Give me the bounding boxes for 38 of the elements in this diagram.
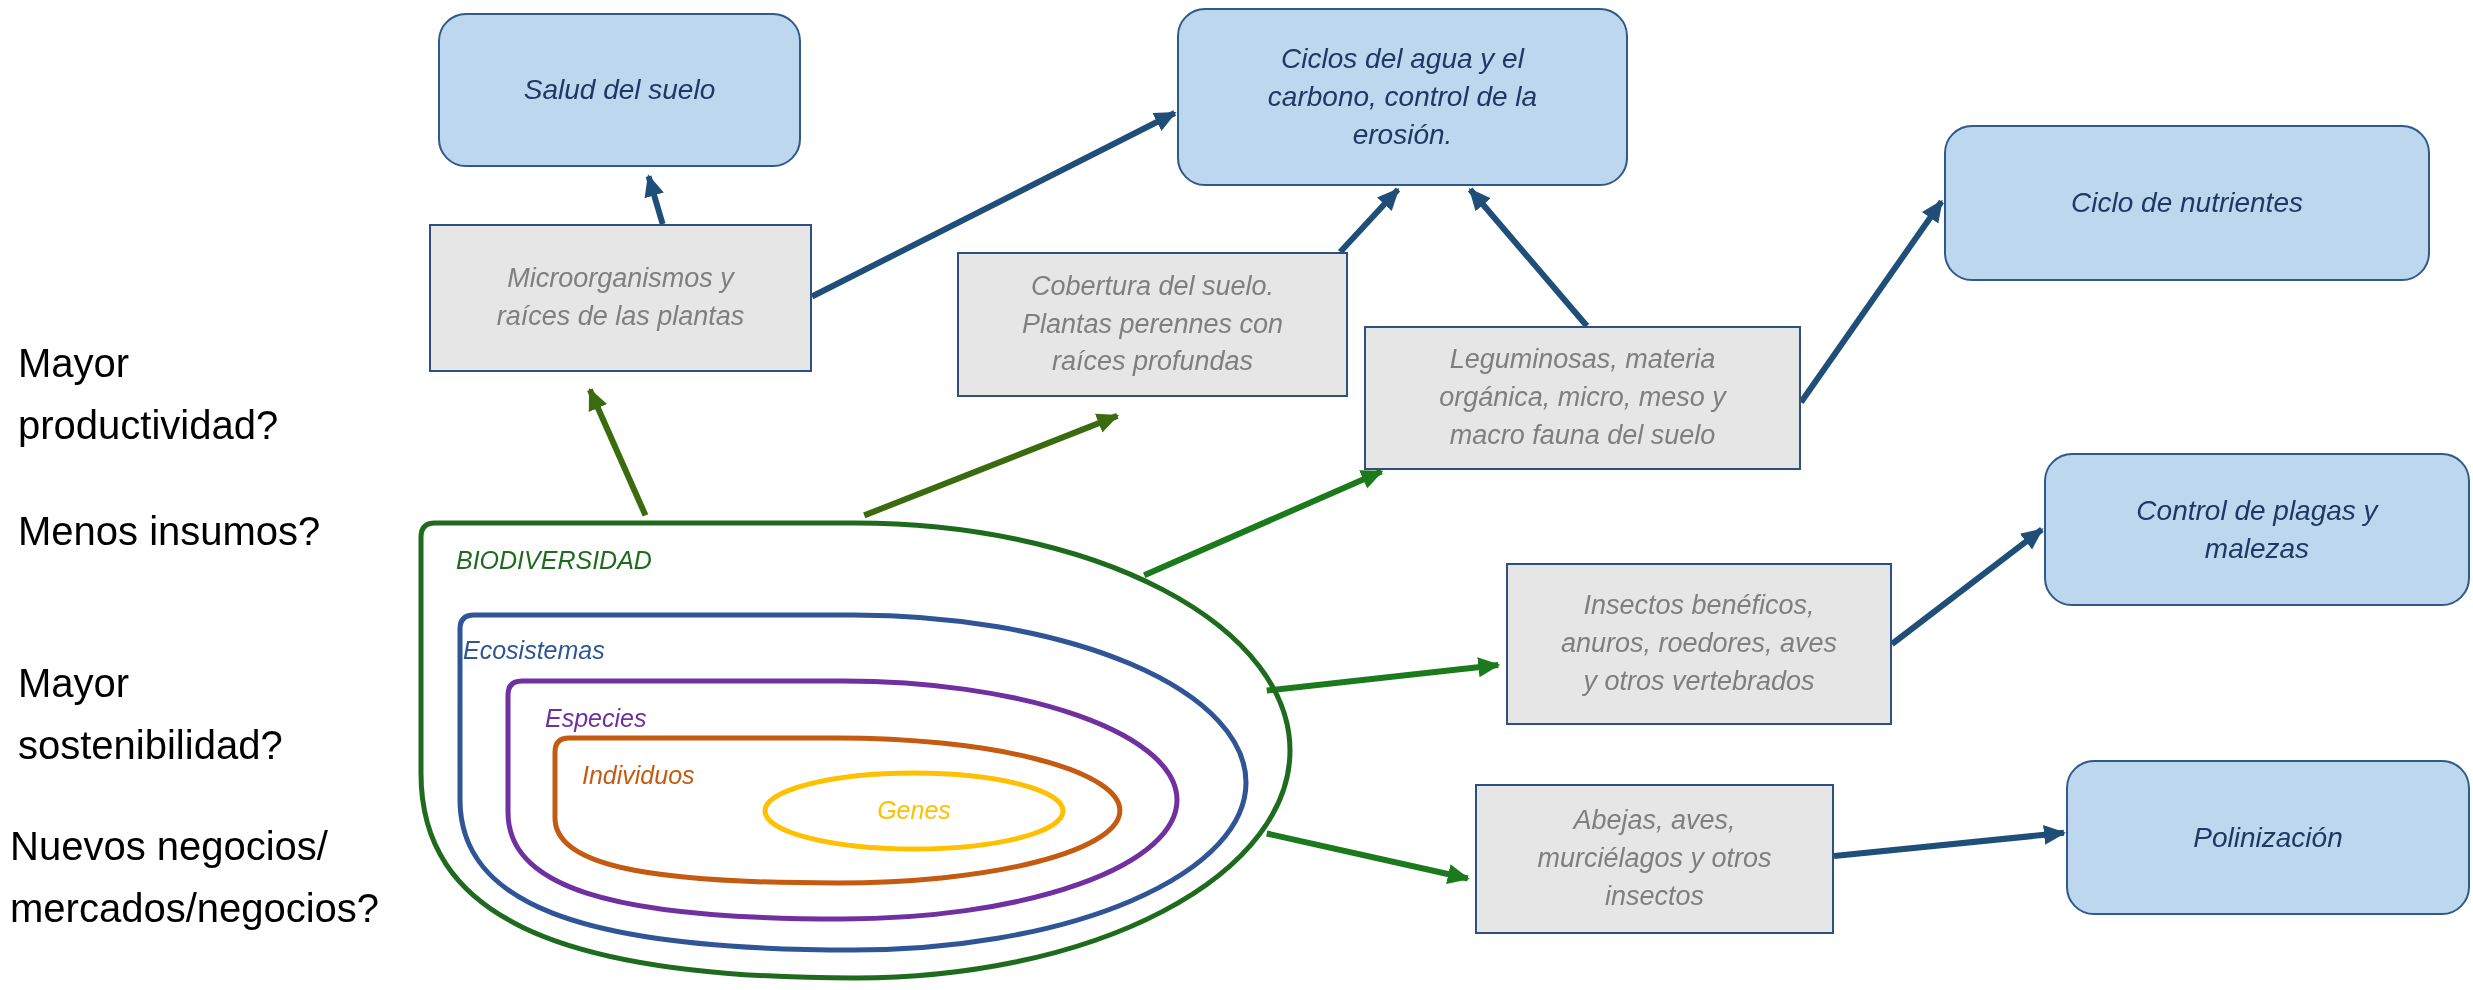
region-label: Individuos [582, 760, 695, 791]
question-text: Nuevos negocios/ mercados/negocios? [10, 823, 381, 932]
question-text: Mayor productividad? [18, 340, 280, 449]
component-text: Insectos benéficos, anuros, roedores, aves y otros vertebrados [1559, 589, 1839, 698]
region-label: Genes [876, 795, 952, 827]
question-text: Mayor sostenibilidad? [18, 660, 284, 769]
component-text: Cobertura del suelo. Plantas perennes con raíces profundas [1020, 269, 1285, 379]
outcome-box [2044, 453, 2470, 606]
arrow [644, 174, 666, 225]
question-text: Menos insumos? [18, 508, 322, 555]
outcome-text: Control de plagas y malezas [2135, 493, 2380, 566]
arrow [1266, 657, 1501, 694]
component-box [1364, 326, 1801, 470]
region-label: Ecosistemas [463, 635, 605, 666]
component-box [1506, 563, 1892, 725]
arrow [1143, 468, 1384, 579]
outcome-box [1177, 8, 1628, 186]
arrow [863, 413, 1120, 519]
region-label: BIODIVERSIDAD [456, 545, 652, 576]
region-label: Especies [545, 703, 647, 734]
outcome-text: Salud del suelo [523, 73, 716, 108]
arrow [1833, 824, 2066, 859]
component-box [1475, 784, 1834, 934]
component-text: Microorganismos y raíces de las plantas [495, 262, 746, 333]
component-text: Abejas, aves, murciélagos y otros insectos [1536, 804, 1773, 913]
arrow [1467, 187, 1590, 328]
outcome-box [2066, 760, 2470, 915]
outcome-text: Polinización [2193, 820, 2343, 855]
outcome-text: Ciclo de nutrientes [2071, 186, 2303, 221]
component-box [957, 252, 1348, 397]
component-box [429, 224, 812, 372]
arrow [1337, 187, 1401, 255]
outcome-box [438, 13, 801, 167]
arrow [1266, 830, 1470, 884]
arrow [587, 387, 649, 517]
outcome-text: Ciclos del agua y el carbono, control de la erosión. [1266, 42, 1539, 152]
outcome-box [1944, 125, 2430, 281]
component-text: Leguminosas, materia orgánica, micro, meso y macro fauna del suelo [1438, 343, 1728, 452]
